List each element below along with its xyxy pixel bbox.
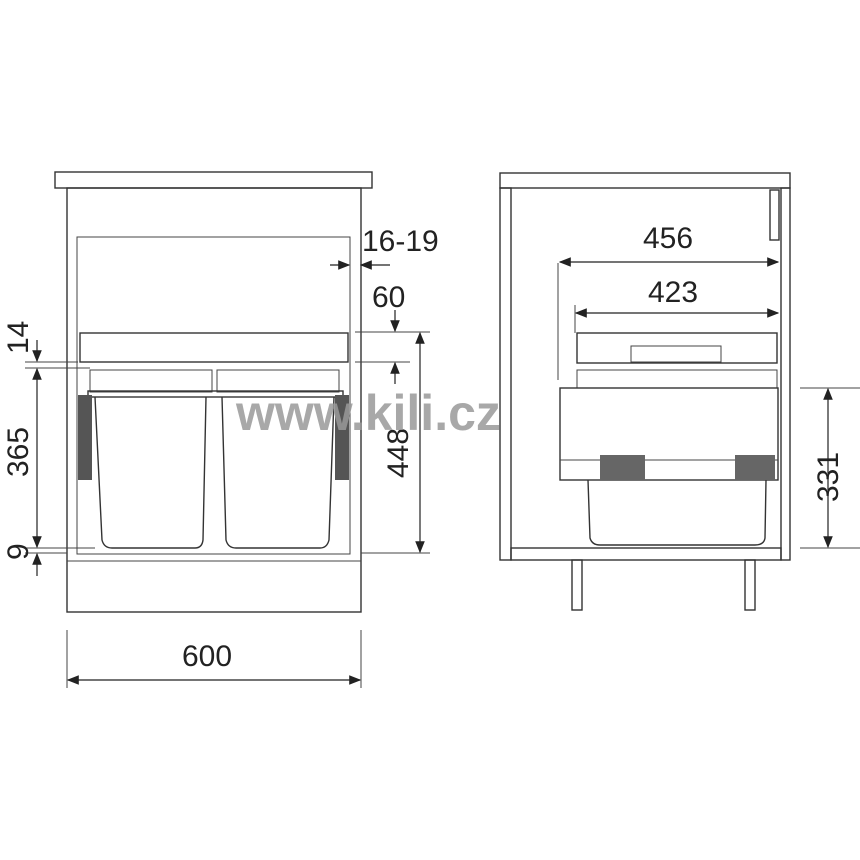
leg-back [744,559,756,611]
cabinet-body [66,187,362,613]
lid-frame [79,332,349,363]
countertop-side [499,172,791,189]
watermark: www.kili.cz [235,385,501,441]
hinge-back [735,455,775,480]
dim-frame-depth: 423 [648,276,698,309]
lid-side [576,332,778,364]
back-strip [769,189,780,241]
cabinet-door-outline [76,236,351,555]
bin-right [221,396,335,549]
wall-bottom [510,547,782,561]
lid-bracket [630,345,722,363]
rail-bar [87,390,344,398]
hinge-front [600,455,645,480]
dim-lid-height: 60 [372,281,405,314]
bin-left [94,396,207,549]
leg-front [571,559,583,611]
front-view: 16-19 60 448 14 365 9 600 [2,171,439,688]
side-view: 456 423 331 [499,172,860,611]
wall-left [499,187,512,561]
bin-rim-side [576,369,778,389]
bin-left-top [89,369,213,393]
bin-right-top [216,369,340,393]
drawer-front-side [559,387,779,481]
runner-left [78,395,92,480]
dim-cabinet-width: 600 [182,640,232,673]
countertop [54,171,373,189]
dim-bin-height: 365 [2,427,35,477]
dim-total-height: 448 [382,428,415,478]
wall-back [780,187,791,561]
dim-panel-thickness: 16-19 [362,225,439,258]
dim-top-gap: 14 [2,321,35,354]
dim-bottom-gap: 9 [2,543,35,560]
bin-side [587,479,767,546]
dim-drawer-height: 331 [812,452,845,502]
runner-right [335,395,349,480]
dim-min-depth: 456 [643,222,693,255]
